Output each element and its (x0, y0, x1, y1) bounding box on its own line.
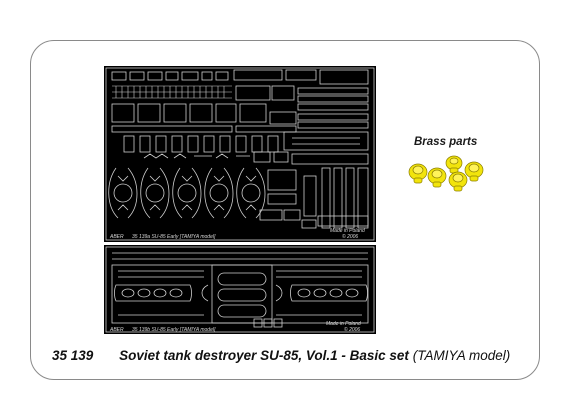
fret-a-parts-drawing: ABER 35 139a SU-85 Early [TAMIYA model] … (105, 67, 375, 241)
fret-a-made-in: Made in Poland (330, 228, 365, 234)
product-subtitle: (TAMIYA model) (412, 348, 511, 363)
fret-a-brand: ABER (109, 234, 124, 240)
brass-part-4 (448, 171, 468, 192)
fret-a-copyright: © 2006 (342, 233, 358, 240)
fret-b-marking: 35 139b SU-85 Early [TAMIYA model] (132, 327, 216, 333)
product-title: Soviet tank destroyer SU-85, Vol.1 - Bas… (119, 348, 409, 363)
fret-b-copyright: © 2006 (344, 326, 360, 333)
brass-parts-label: Brass parts (414, 136, 478, 148)
product-caption: 35 139 Soviet tank destroyer SU-85, Vol.… (52, 348, 510, 363)
brass-part-2 (427, 167, 447, 188)
photo-etched-fret-b: ABER 35 139b SU-85 Early [TAMIYA model] … (104, 245, 376, 334)
brass-part-5 (464, 161, 484, 182)
product-number: 35 139 (52, 348, 94, 363)
photo-etched-fret-a: ABER 35 139a SU-85 Early [TAMIYA model] … (104, 66, 376, 242)
brass-part-3 (445, 155, 463, 174)
fret-b-made-in: Made in Poland (326, 321, 361, 327)
brass-parts-image (408, 155, 484, 192)
fret-a-marking: 35 139a SU-85 Early [TAMIYA model] (132, 234, 216, 240)
fret-b-brand: ABER (109, 327, 124, 333)
brass-part-1 (408, 163, 428, 184)
fret-b-parts-drawing: ABER 35 139b SU-85 Early [TAMIYA model] … (105, 246, 375, 333)
